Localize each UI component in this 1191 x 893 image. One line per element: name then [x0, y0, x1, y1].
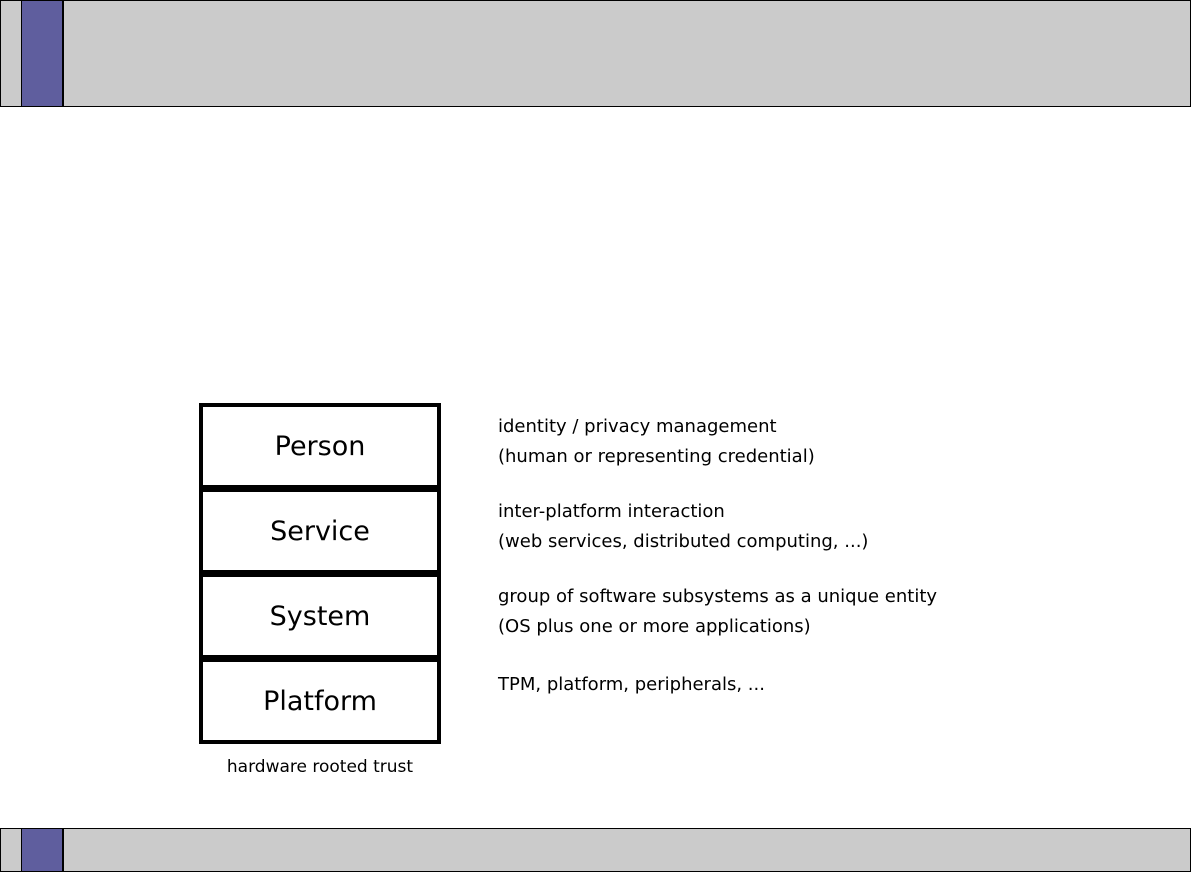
description-system-line1: group of software subsystems as a unique…: [498, 586, 938, 607]
layer-label-person: Person: [274, 430, 366, 462]
layer-label-system: System: [269, 600, 371, 632]
layer-person: Person: [199, 403, 441, 489]
description-system: group of software subsystems as a unique…: [498, 582, 937, 642]
trust-layer-stack: Person Service System Platform: [199, 403, 441, 744]
header-accent-block: [21, 1, 64, 106]
description-service: inter-platform interaction (web services…: [498, 497, 868, 557]
layer-label-platform: Platform: [263, 685, 377, 717]
description-system-line2: (OS plus one or more applications): [498, 616, 811, 637]
layer-label-service: Service: [270, 515, 370, 547]
footer-accent-block: [21, 829, 64, 871]
description-person: identity / privacy management (human or …: [498, 412, 815, 472]
layer-system: System: [199, 573, 441, 659]
layer-platform: Platform: [199, 658, 441, 744]
footer-bar: [0, 828, 1191, 872]
layer-service: Service: [199, 488, 441, 574]
description-platform-line1: TPM, platform, peripherals, ...: [498, 674, 765, 695]
description-service-line2: (web services, distributed computing, ..…: [498, 531, 869, 552]
description-person-line1: identity / privacy management: [498, 416, 777, 437]
description-service-line1: inter-platform interaction: [498, 501, 725, 522]
description-platform: TPM, platform, peripherals, ...: [498, 670, 765, 700]
description-person-line2: (human or representing credential): [498, 446, 815, 467]
stack-caption: hardware rooted trust: [226, 757, 414, 777]
header-bar: [0, 0, 1191, 107]
